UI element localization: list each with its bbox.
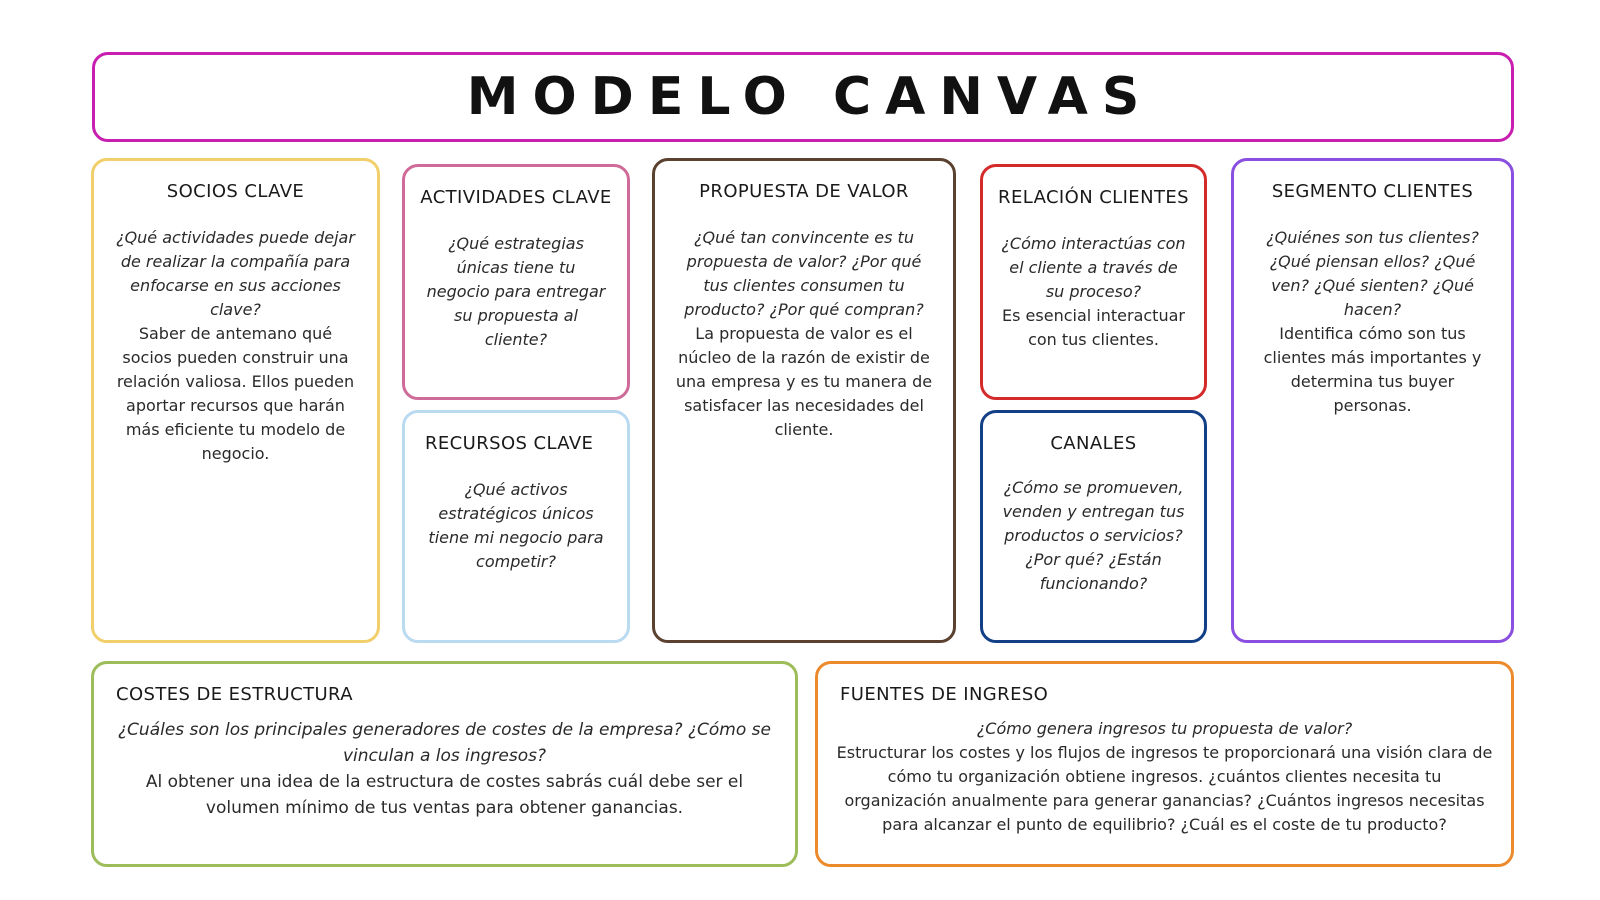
relacion-clientes-title: RELACIÓN CLIENTES (998, 187, 1189, 208)
costes-de-estructura-text: Al obtener una idea de la estructura de … (145, 772, 744, 818)
socios-clave-title: SOCIOS CLAVE (166, 181, 305, 202)
block-propuesta-de-valor: PROPUESTA DE VALOR ¿Qué tan convincente … (652, 158, 956, 643)
block-segmento-clientes: SEGMENTO CLIENTES ¿Quiénes son tus clien… (1231, 158, 1514, 643)
actividades-clave-question: ¿Qué estrategias únicas tiene tu negocio… (426, 234, 606, 349)
segmento-clientes-title: SEGMENTO CLIENTES (1271, 181, 1474, 202)
block-canales: CANALES ¿Cómo se promueven, venden y ent… (980, 410, 1207, 643)
block-socios-clave: SOCIOS CLAVE ¿Qué actividades puede deja… (91, 158, 380, 643)
fuentes-de-ingreso-question: ¿Cómo genera ingresos tu propuesta de va… (976, 719, 1353, 738)
actividades-clave-title: ACTIVIDADES CLAVE (420, 187, 612, 208)
block-relacion-clientes: RELACIÓN CLIENTES ¿Cómo interactúas con … (980, 164, 1207, 400)
block-fuentes-de-ingreso: FUENTES DE INGRESO ¿Cómo genera ingresos… (815, 661, 1514, 867)
fuentes-de-ingreso-title: FUENTES DE INGRESO (840, 684, 1049, 705)
propuesta-de-valor-question: ¿Qué tan convincente es tu propuesta de … (684, 228, 924, 319)
propuesta-de-valor-text: La propuesta de valor es el núcleo de la… (675, 324, 933, 439)
socios-clave-question: ¿Qué actividades puede dejar de realizar… (116, 228, 355, 319)
relacion-clientes-text: Es esencial interactuar con tus clientes… (1002, 306, 1185, 349)
segmento-clientes-text: Identifica cómo son tus clientes más imp… (1263, 324, 1482, 415)
fuentes-de-ingreso-text: Estructurar los costes y los flujos de i… (836, 743, 1493, 834)
block-actividades-clave: ACTIVIDADES CLAVE ¿Qué estrategias única… (402, 164, 630, 400)
page-title: MODELO CANVAS (466, 67, 1154, 127)
relacion-clientes-question: ¿Cómo interactúas con el cliente a travé… (1001, 234, 1186, 301)
recursos-clave-title: RECURSOS CLAVE (425, 433, 594, 454)
socios-clave-text: Saber de antemano qué socios pueden cons… (116, 324, 355, 463)
costes-de-estructura-title: COSTES DE ESTRUCTURA (116, 684, 353, 705)
canales-question: ¿Cómo se promueven, venden y entregan tu… (1002, 478, 1185, 593)
segmento-clientes-question: ¿Quiénes son tus clientes? ¿Qué piensan … (1266, 228, 1479, 319)
title-box: MODELO CANVAS (92, 52, 1514, 142)
propuesta-de-valor-title: PROPUESTA DE VALOR (699, 181, 909, 202)
block-recursos-clave: RECURSOS CLAVE ¿Qué activos estratégicos… (402, 410, 630, 643)
canales-title: CANALES (1050, 433, 1137, 454)
recursos-clave-question: ¿Qué activos estratégicos únicos tiene m… (428, 480, 604, 571)
block-costes-de-estructura: COSTES DE ESTRUCTURA ¿Cuáles son los pri… (91, 661, 798, 867)
costes-de-estructura-question: ¿Cuáles son los principales generadores … (118, 720, 771, 766)
